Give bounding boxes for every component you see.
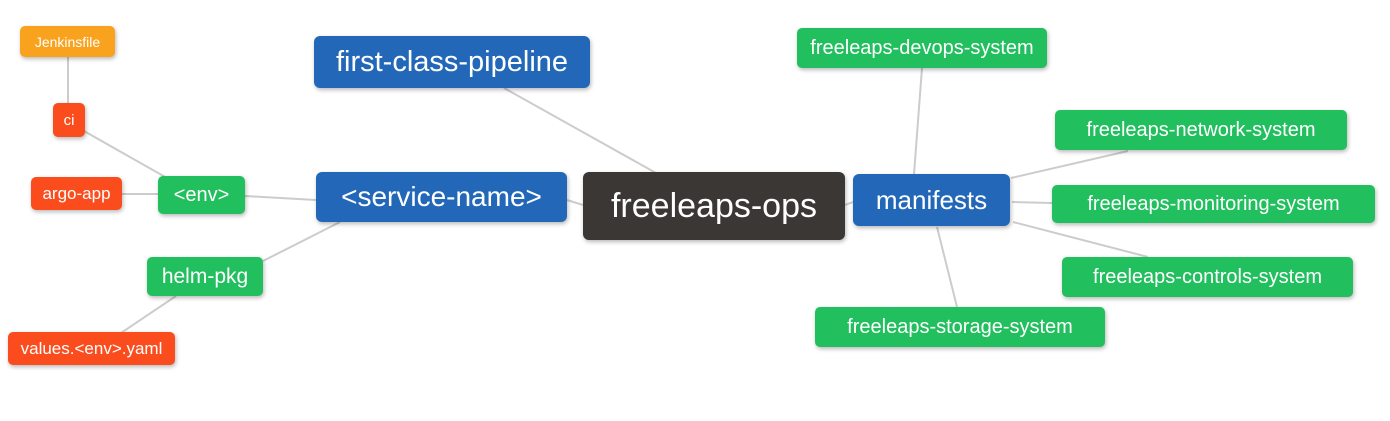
edge-root-manifests <box>844 201 854 206</box>
node-freeleaps-ops-root[interactable]: freeleaps-ops <box>583 172 845 240</box>
node-freeleaps-storage-system[interactable]: freeleaps-storage-system <box>815 307 1105 347</box>
edge-first-class-pipeline-root <box>503 87 657 174</box>
node-freeleaps-network-system[interactable]: freeleaps-network-system <box>1055 110 1347 150</box>
node-freeleaps-controls-system[interactable]: freeleaps-controls-system <box>1062 257 1353 297</box>
edge-env-service-name <box>244 195 317 201</box>
edge-helm-pkg-service-name <box>262 221 341 262</box>
node-manifests[interactable]: manifests <box>853 174 1010 226</box>
node-helm-pkg[interactable]: helm-pkg <box>147 257 263 296</box>
node-first-class-pipeline[interactable]: first-class-pipeline <box>314 36 590 88</box>
node-service-name[interactable]: <service-name> <box>316 172 567 222</box>
edge-values-yaml-helm-pkg <box>120 295 177 334</box>
node-freeleaps-devops-system[interactable]: freeleaps-devops-system <box>797 28 1047 68</box>
node-ci[interactable]: ci <box>53 103 85 137</box>
edge-ci-env <box>83 130 168 179</box>
node-values-env-yaml[interactable]: values.<env>.yaml <box>8 332 175 365</box>
node-jenkinsfile[interactable]: Jenkinsfile <box>20 26 115 57</box>
edge-service-name-root <box>566 199 584 206</box>
edge-manifests-controls <box>1012 221 1149 258</box>
node-freeleaps-monitoring-system[interactable]: freeleaps-monitoring-system <box>1052 185 1375 223</box>
edge-manifests-devops <box>913 67 923 175</box>
node-argo-app[interactable]: argo-app <box>31 177 122 210</box>
edge-manifests-storage <box>936 226 958 308</box>
edge-manifests-monitoring <box>1011 201 1053 204</box>
edge-manifests-network <box>1010 150 1129 179</box>
node-env[interactable]: <env> <box>158 176 245 214</box>
